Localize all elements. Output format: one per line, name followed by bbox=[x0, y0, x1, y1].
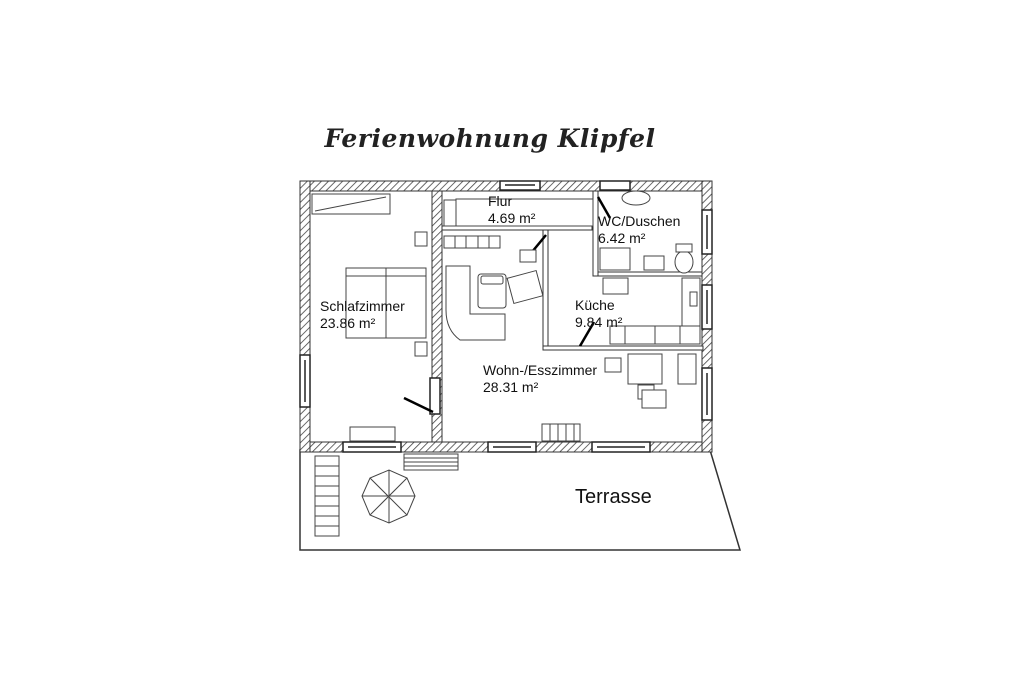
living-furniture bbox=[443, 199, 581, 442]
room-area: 6.42 m² bbox=[598, 230, 646, 246]
room-label-kueche: Küche 9.84 m² bbox=[575, 297, 622, 331]
terrace-steps bbox=[314, 453, 459, 537]
terrace-label: Terrasse bbox=[575, 486, 652, 508]
room-name: Flur bbox=[488, 193, 513, 209]
parasol bbox=[361, 469, 416, 524]
bedroom-furniture bbox=[311, 193, 428, 442]
room-label-wc: WC/Duschen 6.42 m² bbox=[598, 213, 680, 247]
windows bbox=[299, 180, 713, 453]
room-label-schlafzimmer: Schlafzimmer 23.86 m² bbox=[320, 298, 405, 332]
room-area: 9.84 m² bbox=[575, 314, 623, 330]
room-name: WC/Duschen bbox=[598, 213, 681, 229]
kitchen-fixtures bbox=[602, 277, 701, 345]
room-area: 28.31 m² bbox=[483, 379, 539, 395]
room-area: 23.86 m² bbox=[320, 315, 376, 331]
room-name: Schlafzimmer bbox=[320, 298, 405, 314]
plan-title: Ferienwohnung Klipfel bbox=[324, 124, 656, 153]
room-label-wohn: Wohn-/Esszimmer 28.31 m² bbox=[483, 362, 597, 396]
room-name: Küche bbox=[575, 297, 615, 313]
room-label-flur: Flur 4.69 m² bbox=[488, 193, 535, 227]
flur-shelf bbox=[455, 198, 594, 227]
dining-set bbox=[604, 353, 697, 409]
room-name: Wohn-/Esszimmer bbox=[483, 362, 598, 378]
room-area: 4.69 m² bbox=[488, 210, 536, 226]
bathroom-fixtures bbox=[599, 190, 694, 274]
